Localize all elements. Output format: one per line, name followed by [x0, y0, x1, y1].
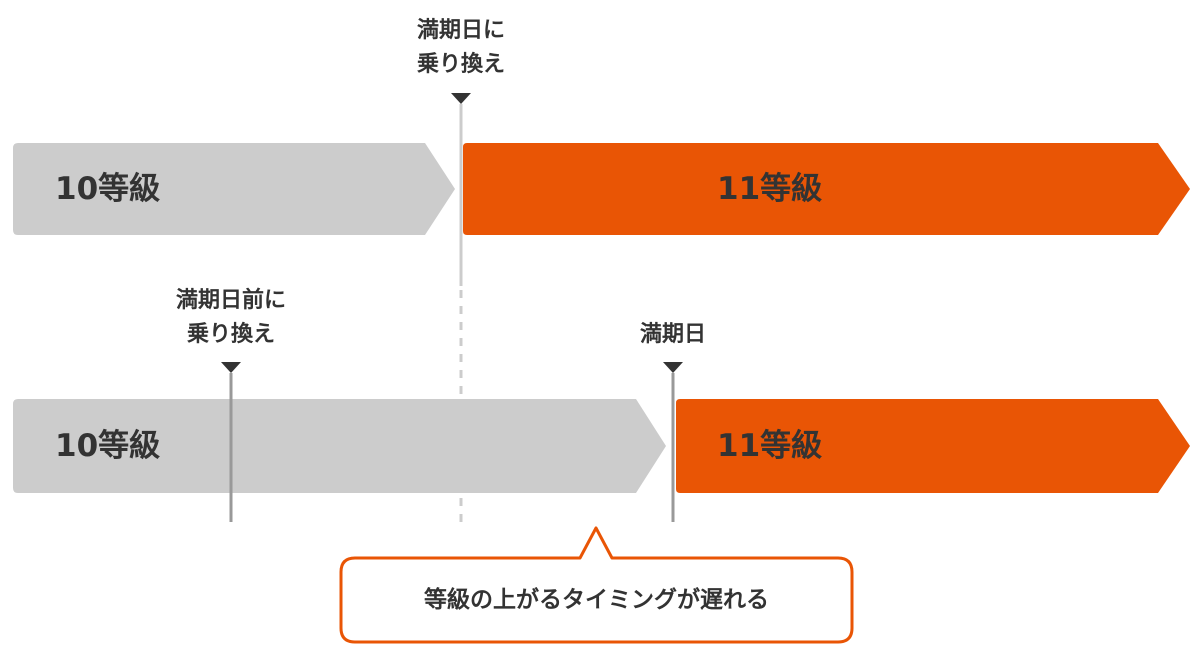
row2-next-grade-label: 11等級	[717, 428, 823, 464]
callout-bubble	[339, 526, 854, 644]
row1-switch-label-line2: 乗り換え	[416, 52, 505, 77]
callout-text: 等級の上がるタイミングが遅れる	[424, 587, 769, 613]
row1-switch-label: 満期日に 乗り換え	[361, 14, 561, 82]
row2-current-grade-label: 10等級	[55, 428, 161, 464]
row2-next-grade-bar	[676, 399, 1190, 493]
row2-current-grade-bar	[13, 399, 666, 493]
row1-current-grade-label: 10等級	[55, 171, 161, 207]
row1-next-grade-bar	[463, 143, 1190, 235]
row1-switch-label-line1: 満期日に	[416, 18, 505, 43]
row1-switch-marker-icon	[451, 93, 471, 104]
row1-next-grade-label: 11等級	[717, 171, 823, 207]
row2-switch-marker-icon	[221, 362, 241, 373]
row1-current-grade-bar	[13, 143, 455, 235]
row2-switch-label-line1: 満期日前に	[175, 288, 286, 313]
row2-switch-label-line2: 乗り換え	[186, 322, 275, 347]
row2-maturity-label: 満期日	[639, 322, 706, 347]
row2-maturity-marker-icon	[663, 362, 683, 373]
row2-switch-label: 満期日前に 乗り換え	[131, 284, 331, 352]
